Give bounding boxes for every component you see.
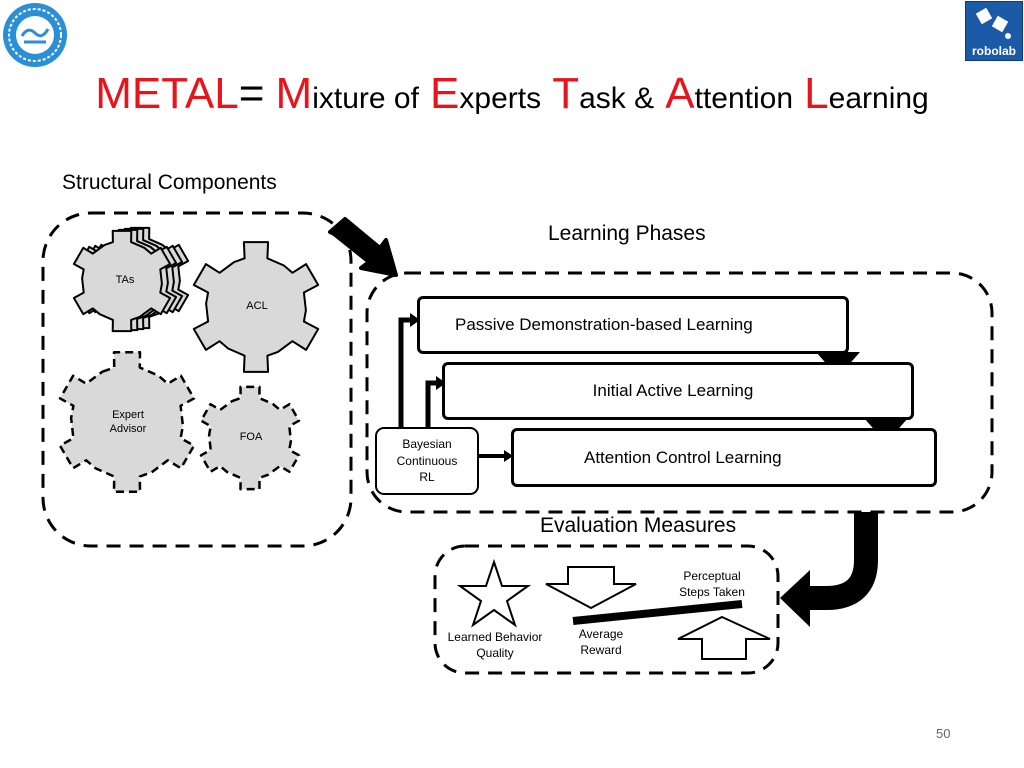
initial-active-label: Initial Active Learning bbox=[592, 381, 754, 400]
title-acronym: METAL bbox=[95, 69, 239, 118]
average-reward-label: Average Reward bbox=[578, 627, 624, 657]
up-arrow-outline-icon bbox=[677, 615, 771, 660]
bayesian-rl-label: Bayesian Continuous RL bbox=[396, 436, 458, 485]
foa-gear bbox=[199, 385, 301, 491]
expert-advisor-gear-icon bbox=[58, 350, 196, 494]
acl-label: ACL bbox=[246, 300, 268, 312]
university-logo bbox=[2, 2, 68, 68]
passive-demonstration-phase: Passive Demonstration-based Learning bbox=[417, 296, 849, 354]
curved-arrow-head-icon bbox=[780, 570, 810, 627]
step-down-arrow-1-icon bbox=[816, 338, 860, 377]
big-arrow-icon bbox=[328, 217, 398, 277]
robolab-text: robolab bbox=[972, 44, 1016, 58]
curved-arrow-shaft bbox=[808, 512, 878, 610]
slide-title: METAL= Mixture of Experts Task & Attenti… bbox=[95, 69, 929, 118]
university-seal-icon bbox=[3, 3, 67, 67]
perceptual-steps-label: Perceptual Steps Taken bbox=[679, 569, 745, 599]
star-icon bbox=[456, 558, 532, 628]
down-arrow-outline-icon bbox=[545, 566, 637, 610]
foa-gear-icon bbox=[199, 385, 301, 491]
tas-gear-stack bbox=[72, 226, 190, 333]
expert-advisor-label: Expert Advisor bbox=[109, 409, 147, 435]
connector-to-passive bbox=[398, 317, 412, 428]
tas-label: TAs bbox=[115, 274, 135, 286]
initial-active-phase: Initial Active Learning bbox=[442, 362, 914, 420]
tas-gear-icon-4 bbox=[72, 229, 172, 333]
structural-container bbox=[41, 211, 353, 548]
robot-icon bbox=[975, 7, 1011, 39]
acl-gear bbox=[192, 241, 320, 373]
step-down-arrow-2-icon bbox=[864, 404, 908, 443]
structural-components-label: Structural Components bbox=[62, 171, 277, 194]
balance-bar bbox=[572, 600, 743, 625]
evaluation-container bbox=[433, 544, 780, 675]
evaluation-measures-label: Evaluation Measures bbox=[540, 514, 737, 537]
acl-gear-icon bbox=[192, 241, 320, 373]
page-number: 50 bbox=[936, 726, 951, 741]
connector-to-initial-active bbox=[425, 380, 438, 428]
attention-control-phase: Attention Control Learning bbox=[511, 428, 937, 487]
learning-phases-label: Learning Phases bbox=[548, 222, 706, 245]
attention-control-label: Attention Control Learning bbox=[584, 447, 782, 467]
learned-behavior-quality-label: Learned Behavior Quality bbox=[447, 630, 543, 660]
passive-phase-label: Passive Demonstration-based Learning bbox=[455, 315, 753, 334]
bayesian-rl-box: Bayesian Continuous RL bbox=[375, 427, 479, 495]
expert-advisor-gear bbox=[58, 350, 196, 494]
foa-label: FOA bbox=[239, 431, 263, 443]
robolab-logo: robolab bbox=[965, 1, 1023, 61]
